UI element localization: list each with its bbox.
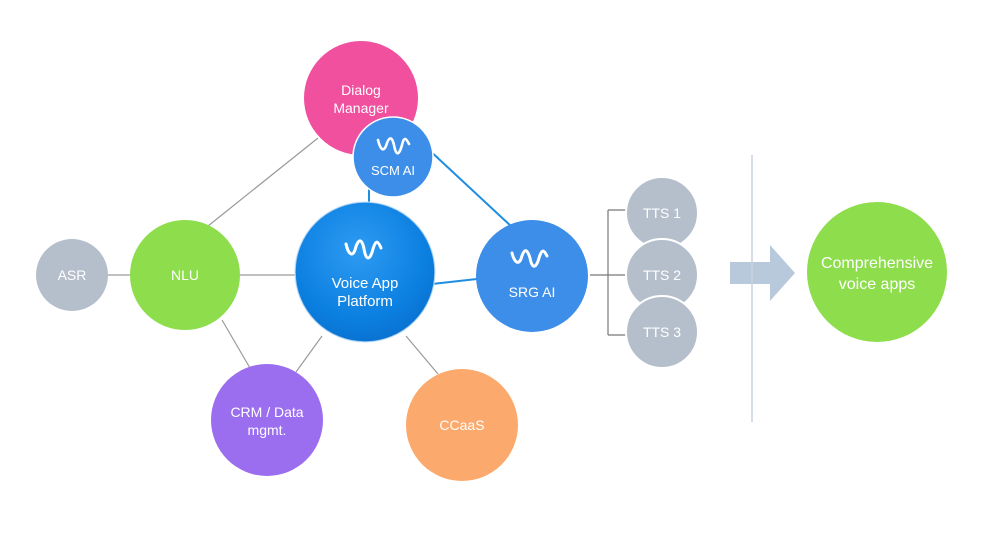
srg-ai-label: SRG AI	[509, 284, 556, 300]
dialog-manager-label-line2: Manager	[333, 100, 389, 116]
tts3-label: TTS 3	[643, 324, 681, 340]
connector-vap-crm	[295, 335, 323, 373]
waveform-icon	[376, 137, 411, 155]
scm-ai-label: SCM AI	[371, 163, 415, 178]
tts3-node: TTS 3	[625, 295, 699, 369]
nlu-node: NLU	[130, 220, 240, 330]
tts1-node: TTS 1	[625, 176, 699, 250]
connector-vap-srg	[431, 278, 478, 285]
voice-app-platform-label-line1: Voice App	[332, 275, 399, 292]
dialog-manager-label-line1: Dialog	[341, 82, 381, 98]
comprehensive-voice-apps-node: Comprehensive voice apps	[807, 202, 947, 342]
crm-data-node: CRM / Data mgmt.	[211, 364, 323, 476]
right-arrow-icon	[730, 245, 795, 301]
connector-vap-ccaas	[405, 335, 439, 375]
nlu-label: NLU	[171, 267, 199, 283]
crm-label-line2: mgmt.	[248, 422, 287, 438]
waveform-icon	[510, 249, 549, 268]
voice-app-platform-node: Voice App Platform	[294, 201, 436, 343]
scm-ai-node: SCM AI	[352, 116, 434, 198]
voice-app-platform-label-line2: Platform	[337, 293, 393, 310]
connector-scm-srg	[426, 147, 513, 228]
ccaas-node: CCaaS	[406, 369, 518, 481]
waveform-icon	[344, 239, 383, 260]
crm-label-line1: CRM / Data	[230, 404, 303, 420]
connector-nlu-crm	[221, 319, 251, 369]
asr-node: ASR	[36, 239, 108, 311]
ccaas-label: CCaaS	[439, 417, 484, 433]
tts2-label: TTS 2	[643, 267, 681, 283]
tts2-node: TTS 2	[625, 238, 699, 312]
connector-nlu-dialog	[207, 137, 319, 227]
comprehensive-label-line1: Comprehensive	[821, 255, 933, 272]
comprehensive-label-line2: voice apps	[839, 276, 916, 293]
tts-bracket	[590, 209, 628, 336]
asr-label: ASR	[58, 267, 87, 283]
tts1-label: TTS 1	[643, 205, 681, 221]
srg-ai-node: SRG AI	[476, 220, 588, 332]
